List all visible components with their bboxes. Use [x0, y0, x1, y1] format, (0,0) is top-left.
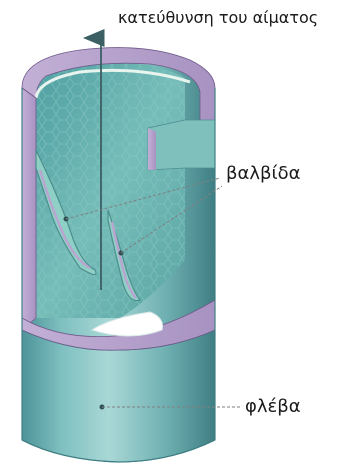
vein-label: φλέβα: [245, 398, 301, 416]
valve-label: βαλβίδα: [226, 165, 300, 183]
vein-wall-notch-rim: [148, 128, 156, 170]
inner-cell-texture: [36, 63, 185, 318]
vein-wall-cut-right: [148, 120, 215, 170]
vein-wall-cut-left: [22, 88, 36, 330]
blood-direction-label: κατεύθυνση του αίματος: [118, 10, 318, 26]
